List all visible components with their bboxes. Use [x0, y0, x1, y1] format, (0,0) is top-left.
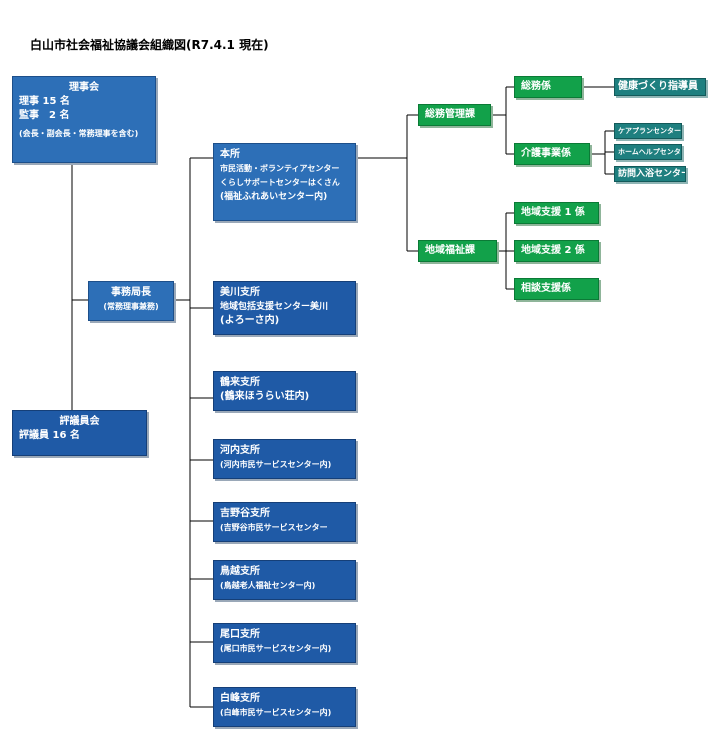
- board-line2: 監事 2 名: [19, 110, 70, 121]
- branch-line1: (鶴来ほうらい荘内): [220, 391, 310, 402]
- honsho-line3: (福祉ふれあいセンター内): [220, 192, 328, 202]
- branch-name: 尾口支所: [220, 629, 260, 640]
- section-soumu-kanri: 総務管理課: [418, 104, 491, 126]
- unit-houmon: 訪問入浴センター: [614, 166, 686, 182]
- unit-homehelp: ホームヘルプセンター: [614, 144, 682, 160]
- council-name: 評議員会: [59, 416, 100, 427]
- board-line1: 理事 15 名: [19, 96, 70, 107]
- council-line1: 評議員 16 名: [19, 430, 80, 441]
- section-chiiki-fukushi: 地域福祉課: [418, 240, 497, 262]
- branch-line1: (吉野谷市民サービスセンター: [220, 523, 328, 532]
- page-title: 白山市社会福祉協議会組織図(R7.4.1 現在): [30, 38, 269, 52]
- branch-line2: (よろーさ内): [220, 315, 280, 326]
- unit-kenkou: 健康づくり指導員: [614, 78, 706, 96]
- branch-mikawa: 美川支所 地域包括支援センター美川 (よろーさ内): [213, 281, 356, 335]
- honsho-line2: くらしサポートセンターはくさん: [220, 178, 340, 187]
- branch-name: 鶴来支所: [220, 377, 260, 388]
- board-name: 理事会: [69, 82, 99, 93]
- branch-line1: (尾口市民サービスセンター内): [220, 644, 332, 653]
- section-kaigo: 介護事業係: [514, 143, 590, 165]
- secretary-note: (常務理事兼務): [103, 302, 159, 311]
- section-soumu: 総務係: [514, 76, 582, 98]
- branch-name: 美川支所: [220, 287, 260, 298]
- branch-line1: (河内市民サービスセンター内): [220, 460, 332, 469]
- branch-line1: (白峰市民サービスセンター内): [220, 708, 332, 717]
- board-box: 理事会 理事 15 名 監事 2 名 (会長・副会長・常務理事を含む): [12, 76, 156, 163]
- branch-name: 白峰支所: [220, 693, 260, 704]
- council-box: 評議員会 評議員 16 名: [12, 410, 147, 456]
- branch-line1: 地域包括支援センター美川: [220, 302, 329, 312]
- honsho-line1: 市民活動・ボランティアセンター: [220, 164, 340, 173]
- honsho-box: 本所 市民活動・ボランティアセンター くらしサポートセンターはくさん (福祉ふれ…: [213, 143, 356, 221]
- section-chiiki1: 地域支援 1 係: [514, 202, 599, 224]
- branch-name: 吉野谷支所: [220, 508, 270, 519]
- branch-tsurugi: 鶴来支所 (鶴来ほうらい荘内): [213, 371, 356, 411]
- secretary-box: 事務局長 (常務理事兼務): [88, 281, 174, 321]
- branch-name: 河内支所: [220, 445, 260, 456]
- branch-torigoe: 鳥越支所 (鳥越老人福祉センター内): [213, 560, 356, 600]
- branch-oguchi: 尾口支所 (尾口市民サービスセンター内): [213, 623, 356, 663]
- branch-shiramine: 白峰支所 (白峰市民サービスセンター内): [213, 687, 356, 727]
- honsho-name: 本所: [220, 149, 240, 160]
- branch-name: 鳥越支所: [220, 566, 260, 577]
- section-chiiki2: 地域支援 2 係: [514, 240, 599, 262]
- section-soudan: 相談支援係: [514, 278, 599, 300]
- secretary-name: 事務局長: [111, 287, 151, 298]
- branch-kawachi: 河内支所 (河内市民サービスセンター内): [213, 439, 356, 479]
- board-note: (会長・副会長・常務理事を含む): [19, 129, 139, 138]
- branch-yoshinodani: 吉野谷支所 (吉野谷市民サービスセンター: [213, 502, 356, 542]
- unit-careplan: ケアプランセンター: [614, 123, 682, 139]
- branch-line1: (鳥越老人福祉センター内): [220, 581, 316, 590]
